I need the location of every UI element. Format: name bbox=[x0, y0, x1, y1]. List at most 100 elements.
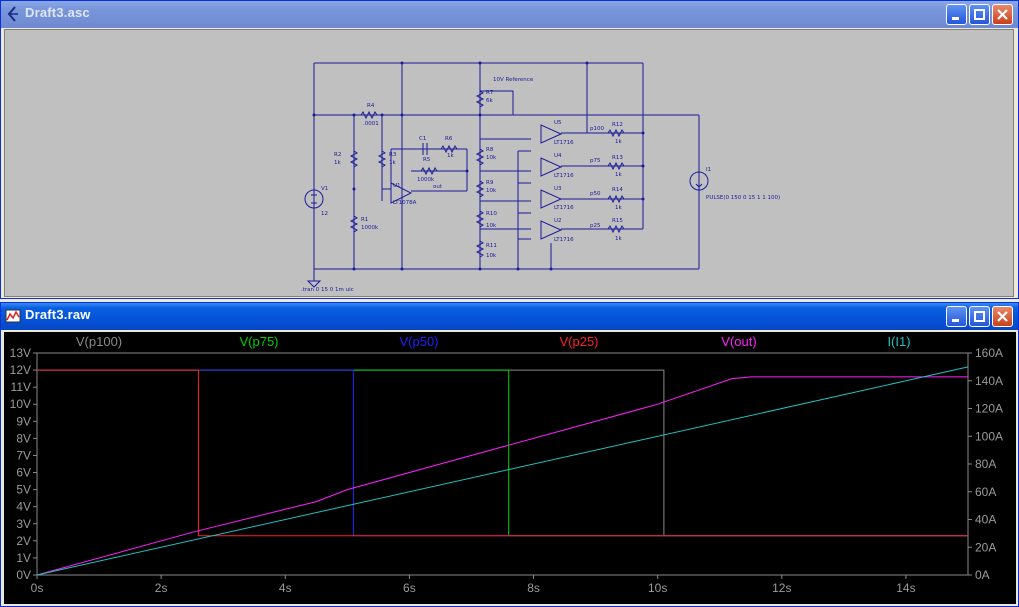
close-button[interactable] bbox=[992, 4, 1013, 25]
r11-value: 10k bbox=[486, 253, 497, 259]
legend-v-p100[interactable]: V(p100) bbox=[76, 334, 122, 349]
x-tick-label: 2s bbox=[155, 581, 168, 595]
r7-ref: R7 bbox=[486, 90, 494, 96]
u1-ref: U1 bbox=[393, 183, 401, 189]
r13-value: 1k bbox=[615, 172, 622, 178]
y-left-tick-label: 9V bbox=[16, 414, 31, 428]
u3-value: LT1716 bbox=[554, 205, 574, 211]
u5-value: LT1716 bbox=[554, 140, 574, 146]
x-tick-label: 6s bbox=[403, 581, 416, 595]
legend-v-p75[interactable]: V(p75) bbox=[239, 334, 278, 349]
minimize-icon bbox=[952, 319, 959, 322]
r3-value: 1k bbox=[389, 160, 396, 166]
r1-value: 1000k bbox=[361, 225, 379, 231]
v1-ref: V1 bbox=[321, 186, 328, 192]
legend-v-p25[interactable]: V(p25) bbox=[559, 334, 598, 349]
y-left-tick-label: 8V bbox=[16, 431, 31, 445]
x-tick-label: 0s bbox=[31, 581, 44, 595]
schematic-titlebar[interactable]: Draft3.asc bbox=[1, 1, 1018, 28]
y-left-tick-label: 7V bbox=[16, 448, 31, 462]
x-tick-label: 12s bbox=[772, 581, 791, 595]
net-p50: p50 bbox=[590, 191, 601, 197]
r6-value: 1k bbox=[447, 153, 454, 159]
r15-value: 1k bbox=[615, 236, 622, 242]
plot-frame bbox=[36, 352, 969, 576]
r9-value: 10k bbox=[486, 188, 497, 194]
u2-ref: U2 bbox=[554, 218, 562, 224]
y-right-tick-label: 120A bbox=[975, 402, 1003, 416]
u4-ref: U4 bbox=[554, 153, 562, 159]
y-right-tick-label: 160A bbox=[975, 346, 1003, 360]
y-right-tick-label: 100A bbox=[975, 429, 1003, 443]
y-right-tick-label: 80A bbox=[975, 457, 996, 471]
y-right-tick-label: 60A bbox=[975, 485, 996, 499]
schematic-window-title: Draft3.asc bbox=[25, 5, 90, 20]
net-p75: p75 bbox=[590, 158, 601, 164]
y-left-tick-label: 3V bbox=[16, 517, 31, 531]
y-right-tick-label: 140A bbox=[975, 374, 1003, 388]
r6-ref: R6 bbox=[445, 136, 453, 142]
maximize-button[interactable] bbox=[969, 4, 990, 25]
y-left-tick-label: 5V bbox=[16, 483, 31, 497]
trace-v-p25 bbox=[37, 369, 968, 537]
waveform-app-icon bbox=[5, 309, 21, 323]
maximize-icon bbox=[974, 9, 985, 20]
y-left-tick-label: 1V bbox=[16, 551, 31, 565]
x-tick-label: 8s bbox=[527, 581, 540, 595]
y-right-tick-label: 40A bbox=[975, 513, 996, 527]
close-icon bbox=[997, 311, 1008, 322]
schematic-drawing: R4 .0001 R2 1k R3 1k R1 1000k C1 R5 1000… bbox=[301, 61, 780, 293]
u4-value: LT1716 bbox=[554, 173, 574, 179]
c1-ref: C1 bbox=[419, 136, 426, 142]
schematic-window: Draft3.asc bbox=[0, 0, 1019, 299]
y-right-tick-label: 0A bbox=[975, 568, 990, 582]
trace-v-p100 bbox=[37, 369, 968, 537]
r8-ref: R8 bbox=[486, 147, 494, 153]
waveform-titlebar[interactable]: Draft3.raw bbox=[1, 303, 1018, 330]
minimize-icon bbox=[952, 17, 959, 20]
r2-ref: R2 bbox=[334, 152, 341, 158]
r3-ref: R3 bbox=[389, 152, 397, 158]
r10-ref: R10 bbox=[486, 211, 497, 217]
net-out: out bbox=[433, 184, 443, 190]
minimize-button[interactable] bbox=[946, 4, 967, 25]
y-left-tick-label: 4V bbox=[16, 500, 31, 514]
waveform-plot: V(p100)V(p75)V(p50)V(p25)V(out)I(I1) 0V1… bbox=[10, 334, 1003, 595]
y-left-tick-label: 2V bbox=[16, 534, 31, 548]
trace-v-p50 bbox=[37, 369, 968, 537]
x-tick-label: 10s bbox=[648, 581, 667, 595]
r10-value: 10k bbox=[486, 223, 497, 229]
r5-value: 1000k bbox=[417, 177, 435, 183]
r2-value: 1k bbox=[334, 160, 341, 166]
y-left-tick-label: 11V bbox=[11, 380, 31, 394]
waveform-window-title: Draft3.raw bbox=[25, 307, 91, 322]
r4-ref: R4 bbox=[367, 103, 375, 109]
r12-value: 1k bbox=[615, 139, 622, 145]
trace-v-p75 bbox=[37, 369, 968, 537]
legend-v-out[interactable]: V(out) bbox=[721, 334, 756, 349]
x-tick-label: 4s bbox=[279, 581, 292, 595]
minimize-button[interactable] bbox=[946, 306, 967, 327]
r1-ref: R1 bbox=[361, 217, 368, 223]
legend-v-p50[interactable]: V(p50) bbox=[399, 334, 438, 349]
legend-i-i1[interactable]: I(I1) bbox=[887, 334, 910, 349]
close-button[interactable] bbox=[992, 306, 1013, 327]
maximize-button[interactable] bbox=[969, 306, 990, 327]
r12-ref: R12 bbox=[612, 122, 623, 128]
y-left-tick-label: 6V bbox=[16, 466, 31, 480]
y-left-tick-label: 12V bbox=[10, 363, 31, 377]
schematic-app-icon bbox=[7, 6, 18, 22]
r5-ref: R5 bbox=[423, 157, 431, 163]
y-left-tick-label: 10V bbox=[10, 397, 31, 411]
schematic-canvas[interactable]: R4 .0001 R2 1k R3 1k R1 1000k C1 R5 1000… bbox=[4, 29, 1014, 297]
tran-directive: .tran 0 15 0 1m uic bbox=[301, 287, 354, 293]
r15-ref: R15 bbox=[612, 218, 623, 224]
net-p25: p25 bbox=[590, 223, 601, 229]
u5-ref: U5 bbox=[554, 120, 562, 126]
u2-value: LT1716 bbox=[554, 237, 574, 243]
close-icon bbox=[997, 9, 1008, 20]
r14-value: 1k bbox=[615, 205, 622, 211]
r4-value: .0001 bbox=[363, 121, 379, 127]
trace-v-out bbox=[36, 376, 968, 576]
